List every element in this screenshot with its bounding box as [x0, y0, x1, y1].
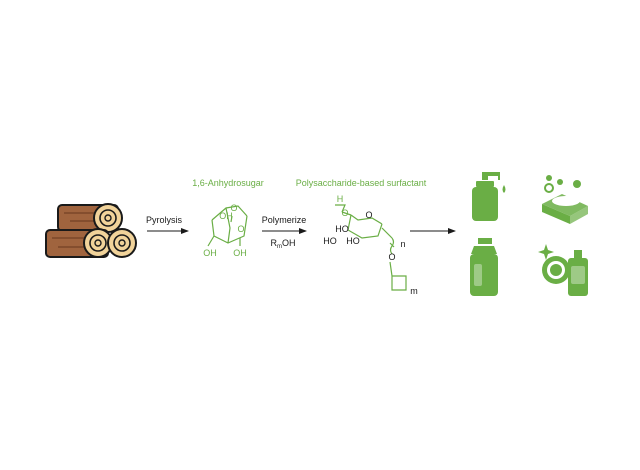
polymerize-label: Polymerize [262, 215, 307, 225]
surfactant-structure [335, 204, 407, 291]
wood-logs-icon [45, 203, 137, 258]
anhydrosugar-structure [207, 205, 248, 247]
soap-bar-icon [542, 175, 588, 224]
polymerize-reagent: RmOH [271, 238, 296, 250]
surfactant-ho-2: HO [323, 236, 337, 246]
surfactant-o-top: O [341, 208, 348, 218]
surfactant-m-label: m [410, 286, 418, 296]
anhydrosugar-oh-left: OH [203, 248, 217, 258]
surfactant-o-tail: O [388, 252, 395, 262]
dish-soap-icon [538, 244, 588, 296]
surfactant-ring-oxygen: O [365, 210, 372, 220]
surfactant-h-label: H [337, 194, 344, 204]
surfactant-ho-1: HO [335, 224, 349, 234]
pyrolysis-label: Pyrolysis [146, 215, 183, 225]
anhydrosugar-bridge-oxygen: O [237, 224, 244, 234]
soap-pump-icon [472, 172, 506, 221]
anhydrosugar-title: 1,6-Anhydrosugar [192, 178, 264, 188]
surfactant-ho-3: HO [346, 236, 360, 246]
anhydrosugar-ring-oxygen: O [230, 203, 237, 213]
anhydrosugar-oh-right: OH [233, 248, 247, 258]
detergent-bottle-icon [470, 238, 498, 296]
surfactant-n-label: n [400, 239, 405, 249]
anhydrosugar-oh-top: OH [219, 211, 233, 221]
surfactant-title: Polysaccharide-based surfactant [296, 178, 427, 188]
